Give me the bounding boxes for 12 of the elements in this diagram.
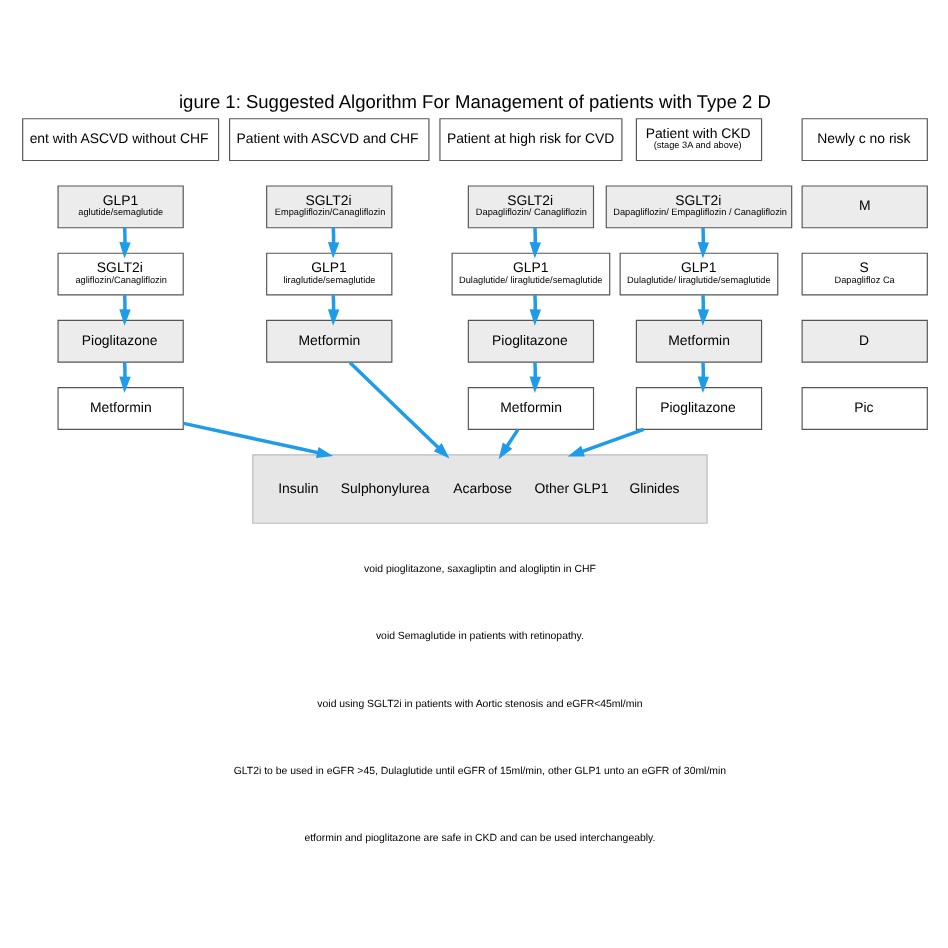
arrow: [118, 362, 130, 393]
arrow: [528, 295, 540, 326]
arrow: [182, 421, 333, 459]
arrow: [696, 362, 709, 393]
arrow: [528, 227, 540, 259]
diagram-title: igure 1: Suggested Algorithm For Management of patients with Type 2 D: [178, 92, 770, 113]
arrow: [566, 427, 644, 457]
arrow: [347, 361, 449, 459]
arrow: [497, 428, 519, 460]
arrow: [528, 362, 540, 393]
arrow: [118, 227, 130, 259]
arrow: [118, 295, 130, 326]
